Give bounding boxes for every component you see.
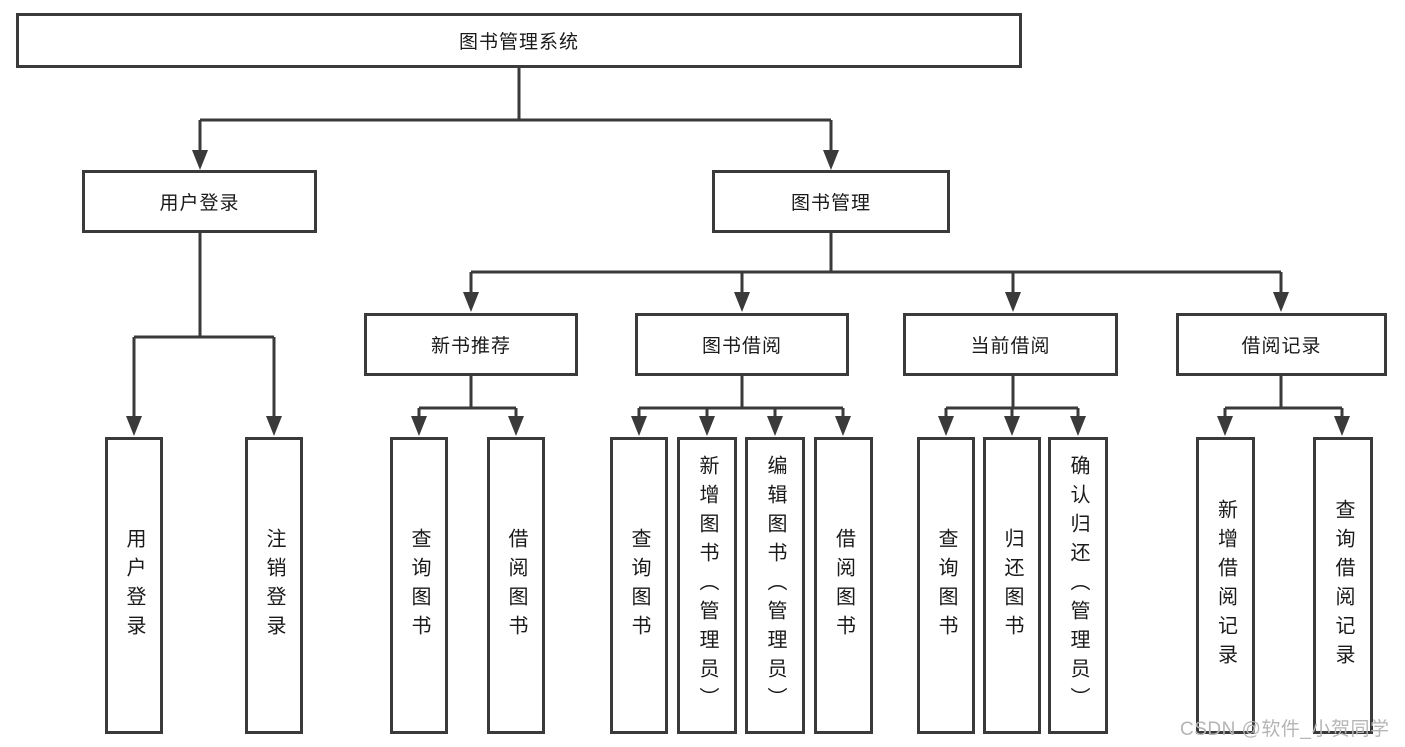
arrowhead <box>1273 292 1289 312</box>
node-new-book-recommend: 新书推荐 <box>364 313 578 376</box>
leaf-logout-label: 注销登录 <box>263 527 285 644</box>
leaf-records-add-record-label: 新增借阅记录 <box>1214 498 1237 673</box>
arrowhead <box>126 416 142 436</box>
leaf-borrow-edit-books-admin: 编辑图书（管理员） <box>745 437 805 734</box>
node-root-label: 图书管理系统 <box>458 32 579 53</box>
connector-path <box>132 68 1344 420</box>
leaf-borrow-query-books-label: 查询图书 <box>628 527 650 644</box>
node-borrow-records: 借阅记录 <box>1176 313 1387 376</box>
arrowhead <box>823 150 839 170</box>
arrowhead <box>835 416 851 436</box>
leaf-borrow-borrow-books-label: 借阅图书 <box>832 527 855 644</box>
node-new-book-recommend-label: 新书推荐 <box>430 336 511 357</box>
node-current-borrow-label: 当前借阅 <box>970 336 1051 357</box>
arrowhead <box>938 416 954 436</box>
leaf-current-query-books-label: 查询图书 <box>935 527 957 644</box>
leaf-borrow-add-books-admin-label: 新增图书（管理员） <box>696 455 718 716</box>
node-user-login: 用户登录 <box>82 170 317 233</box>
arrowhead <box>631 416 647 436</box>
arrowhead <box>1004 416 1020 436</box>
arrowhead <box>411 416 427 436</box>
leaf-borrow-query-books: 查询图书 <box>610 437 668 734</box>
arrowheads <box>126 150 1350 436</box>
node-book-borrow-label: 图书借阅 <box>701 336 782 357</box>
node-borrow-records-label: 借阅记录 <box>1241 336 1322 357</box>
arrowhead <box>508 416 524 436</box>
arrowhead <box>192 150 208 170</box>
leaf-records-query-record-label: 查询借阅记录 <box>1332 498 1354 673</box>
leaf-newbook-borrow-books-label: 借阅图书 <box>505 527 527 644</box>
leaf-newbook-query-books-label: 查询图书 <box>408 527 430 644</box>
arrowhead <box>767 416 783 436</box>
arrowhead <box>1005 292 1021 312</box>
watermark: CSDN @软件_小贺同学 <box>1180 719 1390 740</box>
node-current-borrow: 当前借阅 <box>903 313 1118 376</box>
leaf-user-login: 用户登录 <box>105 437 163 734</box>
leaf-current-confirm-return-admin: 确认归还（管理员） <box>1048 437 1108 734</box>
leaf-borrow-edit-books-admin-label: 编辑图书（管理员） <box>764 455 786 716</box>
arrowhead <box>734 292 750 312</box>
arrowhead <box>266 416 282 436</box>
arrowhead <box>1070 416 1086 436</box>
arrowhead <box>699 416 715 436</box>
leaf-newbook-query-books: 查询图书 <box>390 437 448 734</box>
leaf-records-add-record: 新增借阅记录 <box>1196 437 1255 734</box>
leaf-borrow-add-books-admin: 新增图书（管理员） <box>677 437 737 734</box>
arrowhead <box>463 292 479 312</box>
leaf-borrow-borrow-books: 借阅图书 <box>814 437 873 734</box>
node-user-login-label: 用户登录 <box>159 193 240 214</box>
leaf-newbook-borrow-books: 借阅图书 <box>487 437 545 734</box>
leaf-current-confirm-return-admin-label: 确认归还（管理员） <box>1067 455 1089 716</box>
node-book-management: 图书管理 <box>712 170 950 233</box>
leaf-current-return-books: 归还图书 <box>983 437 1041 734</box>
leaf-current-query-books: 查询图书 <box>917 437 975 734</box>
node-book-borrow: 图书借阅 <box>635 313 849 376</box>
node-root: 图书管理系统 <box>16 13 1022 68</box>
leaf-logout: 注销登录 <box>245 437 303 734</box>
node-book-management-label: 图书管理 <box>790 193 871 214</box>
leaf-current-return-books-label: 归还图书 <box>1001 527 1023 644</box>
arrowhead <box>1217 416 1233 436</box>
arrowhead <box>1334 416 1350 436</box>
leaf-user-login-label: 用户登录 <box>123 527 145 644</box>
leaf-records-query-record: 查询借阅记录 <box>1313 437 1373 734</box>
